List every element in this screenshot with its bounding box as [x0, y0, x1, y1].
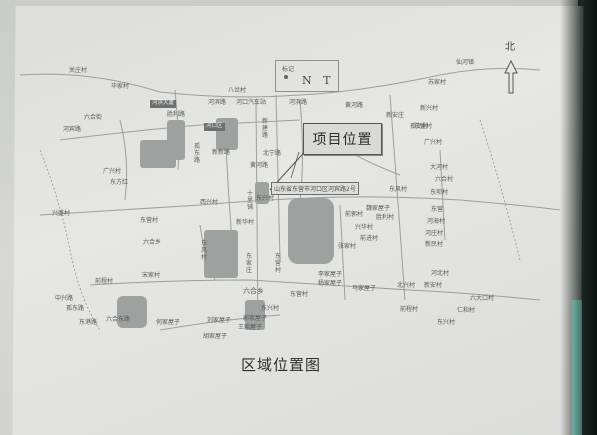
map-label: 东营村	[290, 291, 309, 298]
map-label: 东兴村	[261, 305, 280, 312]
legend-pin-icon	[284, 75, 288, 79]
map-label: 魏家屋子	[366, 205, 391, 212]
project-location-box: 项目位置	[303, 123, 382, 155]
map-label: 杨家屋子	[318, 280, 343, 287]
place-badge: 河口区	[204, 123, 225, 131]
map-label: 孤东路	[66, 305, 85, 312]
map-label: 胡家屋子	[203, 333, 228, 340]
map-label: 刘家屋子	[207, 317, 232, 324]
map-label: 河口汽车站	[236, 99, 267, 106]
map-legend: 标记 N T	[275, 60, 339, 92]
road-label: 新建路	[262, 118, 269, 139]
map-label: 六合东路	[106, 316, 131, 323]
map-label: 河北村	[431, 270, 450, 277]
map-label: 黄河路	[345, 102, 364, 109]
road-label: 东营村	[275, 253, 282, 274]
map-label: 河滨路	[208, 99, 227, 106]
map-label: 西兴村	[200, 199, 219, 206]
map-label: 六合村	[435, 176, 454, 183]
map-label: 新安庄	[386, 112, 405, 119]
map-label: 新安村	[424, 282, 443, 289]
map-label: 六合乡	[243, 287, 264, 295]
north-arrow-icon	[504, 60, 518, 94]
map-area-block	[167, 120, 185, 160]
map-label: 关庄村	[69, 67, 88, 74]
map-label: 河宾路	[63, 126, 82, 133]
map-label: 大河村	[430, 164, 449, 171]
map-label: 六合乡	[143, 239, 162, 246]
map-label: 新新路	[212, 149, 231, 156]
map-label: 李家屋子	[318, 271, 343, 278]
map-label: 前程村	[400, 306, 419, 313]
map-label: 仙河镇	[456, 59, 475, 66]
map-label: 东营	[431, 206, 444, 213]
map-label: 北宁路	[263, 150, 282, 157]
road-label: 十里铺	[247, 190, 254, 211]
map-area-block	[245, 300, 265, 330]
map-label: 郭家屋子	[243, 315, 268, 322]
map-label: 六合街	[84, 114, 103, 121]
map-label: 胜利村	[376, 214, 395, 221]
teal-binder-edge	[572, 300, 582, 435]
map-label: 东港路	[79, 319, 98, 326]
map-label: 中兴路	[55, 295, 74, 302]
north-label: 北	[505, 42, 515, 53]
map-label: 新华村	[236, 219, 255, 226]
map-label: 黄河路	[250, 162, 269, 169]
map-label: 苏家村	[428, 79, 447, 86]
map-label: 广兴村	[424, 139, 443, 146]
map-label: 胜利路	[167, 111, 186, 118]
map-label: 东盛村	[414, 123, 433, 130]
map-label: 毕家村	[111, 83, 130, 90]
map-label: 东兴村	[437, 319, 456, 326]
map-area-block	[117, 296, 147, 328]
road-label: 东家庄	[246, 253, 253, 274]
map-area-block	[204, 230, 238, 278]
map-label: 张家村	[338, 243, 357, 250]
map-label: 河庄村	[425, 230, 444, 237]
map-label: 王家屋子	[238, 324, 263, 331]
map-label: 广兴村	[103, 168, 122, 175]
map-label: 马家屋子	[352, 285, 377, 292]
map-area-block	[288, 198, 334, 264]
road-label: 东风村	[201, 240, 208, 261]
map-label: 北兴村	[397, 282, 416, 289]
map-label: 仁和村	[457, 307, 476, 314]
map-label: 孤岛村	[410, 123, 429, 130]
map-label: 东风村	[389, 186, 408, 193]
map-label: 前郭村	[345, 211, 364, 218]
figure-caption: 区域位置图	[241, 356, 322, 374]
map-label: 新兴村	[420, 105, 439, 112]
map-label: 何家屋子	[156, 319, 181, 326]
road-label: 孤东路	[194, 143, 201, 164]
map-label: 宋家村	[142, 272, 161, 279]
map-label: 河滨路	[289, 99, 308, 106]
legend-glyphs: N T	[302, 74, 335, 87]
map-label: 新民村	[425, 241, 444, 248]
map-label: 东方红	[110, 179, 129, 186]
place-badge: 河滨大厦	[150, 100, 177, 108]
map-area-block	[255, 182, 269, 204]
map-label: 河海村	[427, 218, 446, 225]
map-label: 东坝村	[430, 189, 449, 196]
map-label: 东营村	[140, 217, 159, 224]
map-label: 前程村	[95, 278, 114, 285]
map-label: 东兴村	[256, 195, 275, 202]
map-label: 前进村	[360, 235, 379, 242]
map-label: 兴华村	[355, 224, 374, 231]
address-label: 山东省东营市河口区河宾路2号	[271, 182, 359, 195]
map-label: 兴盛村	[52, 210, 71, 217]
map-label: 八岔村	[228, 87, 247, 94]
legend-title: 标记	[282, 66, 295, 73]
map-label: 六大口村	[470, 295, 495, 302]
